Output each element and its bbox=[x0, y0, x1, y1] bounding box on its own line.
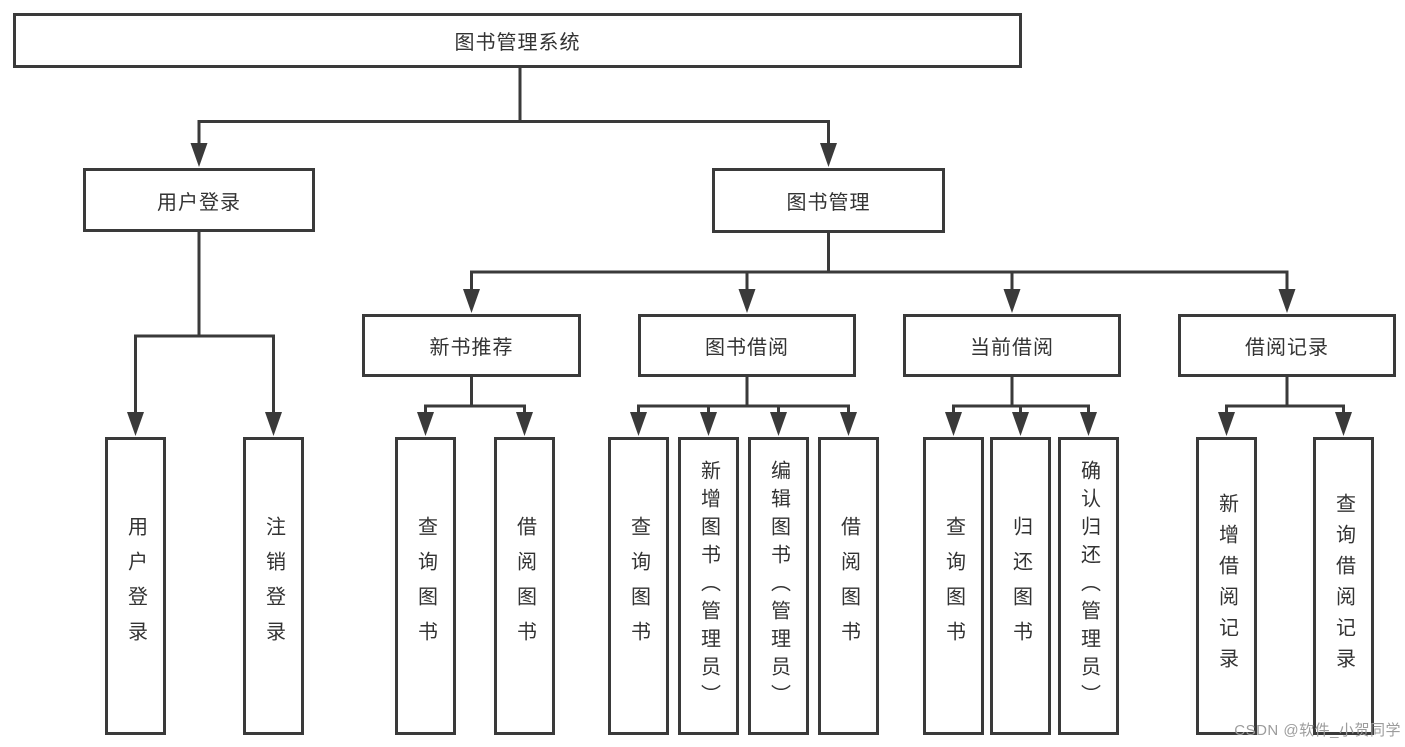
node-current-borrowing-label: 当前借阅 bbox=[970, 337, 1054, 359]
arrowheads-level3 bbox=[463, 289, 1296, 313]
leaf-query-books-newrec-label: 查询图书 bbox=[414, 516, 437, 656]
arrowheads-current-leaves bbox=[945, 412, 1097, 436]
node-library-management-system: 图书管理系统 bbox=[13, 13, 1022, 68]
connector-borrowing-to-leaves bbox=[637, 377, 850, 414]
leaf-borrow-books-borrowing-label: 借阅图书 bbox=[837, 516, 860, 656]
leaf-edit-book-admin-label: 编辑图书（管理员） bbox=[767, 460, 790, 712]
watermark-csdn: CSDN @软件_小贺同学 bbox=[1234, 722, 1401, 739]
leaf-add-book-admin: 新增图书（管理员） bbox=[678, 437, 739, 735]
leaf-query-books-borrowing-label: 查询图书 bbox=[627, 516, 650, 656]
node-current-borrowing: 当前借阅 bbox=[903, 314, 1121, 377]
arrowheads-root-to-level2 bbox=[190, 143, 837, 167]
leaf-add-borrow-record-label: 新增借阅记录 bbox=[1215, 493, 1238, 679]
node-user-login: 用户登录 bbox=[83, 168, 315, 232]
node-book-borrowing: 图书借阅 bbox=[638, 314, 856, 377]
leaf-return-book: 归还图书 bbox=[990, 437, 1051, 735]
node-book-management: 图书管理 bbox=[712, 168, 945, 233]
node-new-book-recommend: 新书推荐 bbox=[362, 314, 581, 377]
arrowheads-records-leaves bbox=[1218, 412, 1352, 436]
node-borrowing-records: 借阅记录 bbox=[1178, 314, 1396, 377]
node-book-borrowing-label: 图书借阅 bbox=[705, 337, 789, 359]
leaf-borrow-books-newrec-label: 借阅图书 bbox=[513, 516, 536, 656]
leaf-query-books-current-label: 查询图书 bbox=[942, 516, 965, 656]
leaf-query-books-current: 查询图书 bbox=[923, 437, 984, 735]
node-library-management-system-label: 图书管理系统 bbox=[454, 32, 581, 54]
leaf-user-login-label: 用户登录 bbox=[124, 516, 147, 656]
leaf-logout: 注销登录 bbox=[243, 437, 304, 735]
node-new-book-recommend-label: 新书推荐 bbox=[429, 337, 514, 359]
arrowheads-userlogin-leaves bbox=[127, 412, 282, 436]
node-book-management-label: 图书管理 bbox=[786, 192, 871, 214]
leaf-edit-book-admin: 编辑图书（管理员） bbox=[748, 437, 809, 735]
leaf-query-borrow-record: 查询借阅记录 bbox=[1313, 437, 1374, 735]
node-borrowing-records-label: 借阅记录 bbox=[1245, 337, 1329, 359]
leaf-query-borrow-record-label: 查询借阅记录 bbox=[1332, 493, 1355, 679]
leaf-query-books-newrec: 查询图书 bbox=[395, 437, 456, 735]
leaf-return-book-label: 归还图书 bbox=[1009, 516, 1032, 656]
connector-bookmgmt-to-level3 bbox=[470, 233, 1289, 291]
connector-records-to-leaves bbox=[1225, 377, 1345, 414]
leaf-borrow-books-newrec: 借阅图书 bbox=[494, 437, 555, 735]
leaf-add-borrow-record: 新增借阅记录 bbox=[1196, 437, 1257, 735]
leaf-confirm-return-admin: 确认归还（管理员） bbox=[1058, 437, 1119, 735]
node-user-login-label: 用户登录 bbox=[157, 191, 241, 214]
leaf-query-books-borrowing: 查询图书 bbox=[608, 437, 669, 735]
arrowheads-borrowing-leaves bbox=[630, 412, 857, 436]
leaf-add-book-admin-label: 新增图书（管理员） bbox=[697, 460, 720, 712]
arrowheads-newrec-leaves bbox=[417, 412, 533, 436]
connector-userlogin-to-leaves bbox=[134, 232, 275, 414]
leaf-logout-label: 注销登录 bbox=[262, 516, 285, 656]
connector-root-to-level2 bbox=[197, 68, 830, 145]
connector-newrec-to-leaves bbox=[424, 377, 526, 414]
connector-current-to-leaves bbox=[952, 377, 1090, 414]
leaf-user-login: 用户登录 bbox=[105, 437, 166, 735]
leaf-confirm-return-admin-label: 确认归还（管理员） bbox=[1077, 460, 1100, 712]
leaf-borrow-books-borrowing: 借阅图书 bbox=[818, 437, 879, 735]
